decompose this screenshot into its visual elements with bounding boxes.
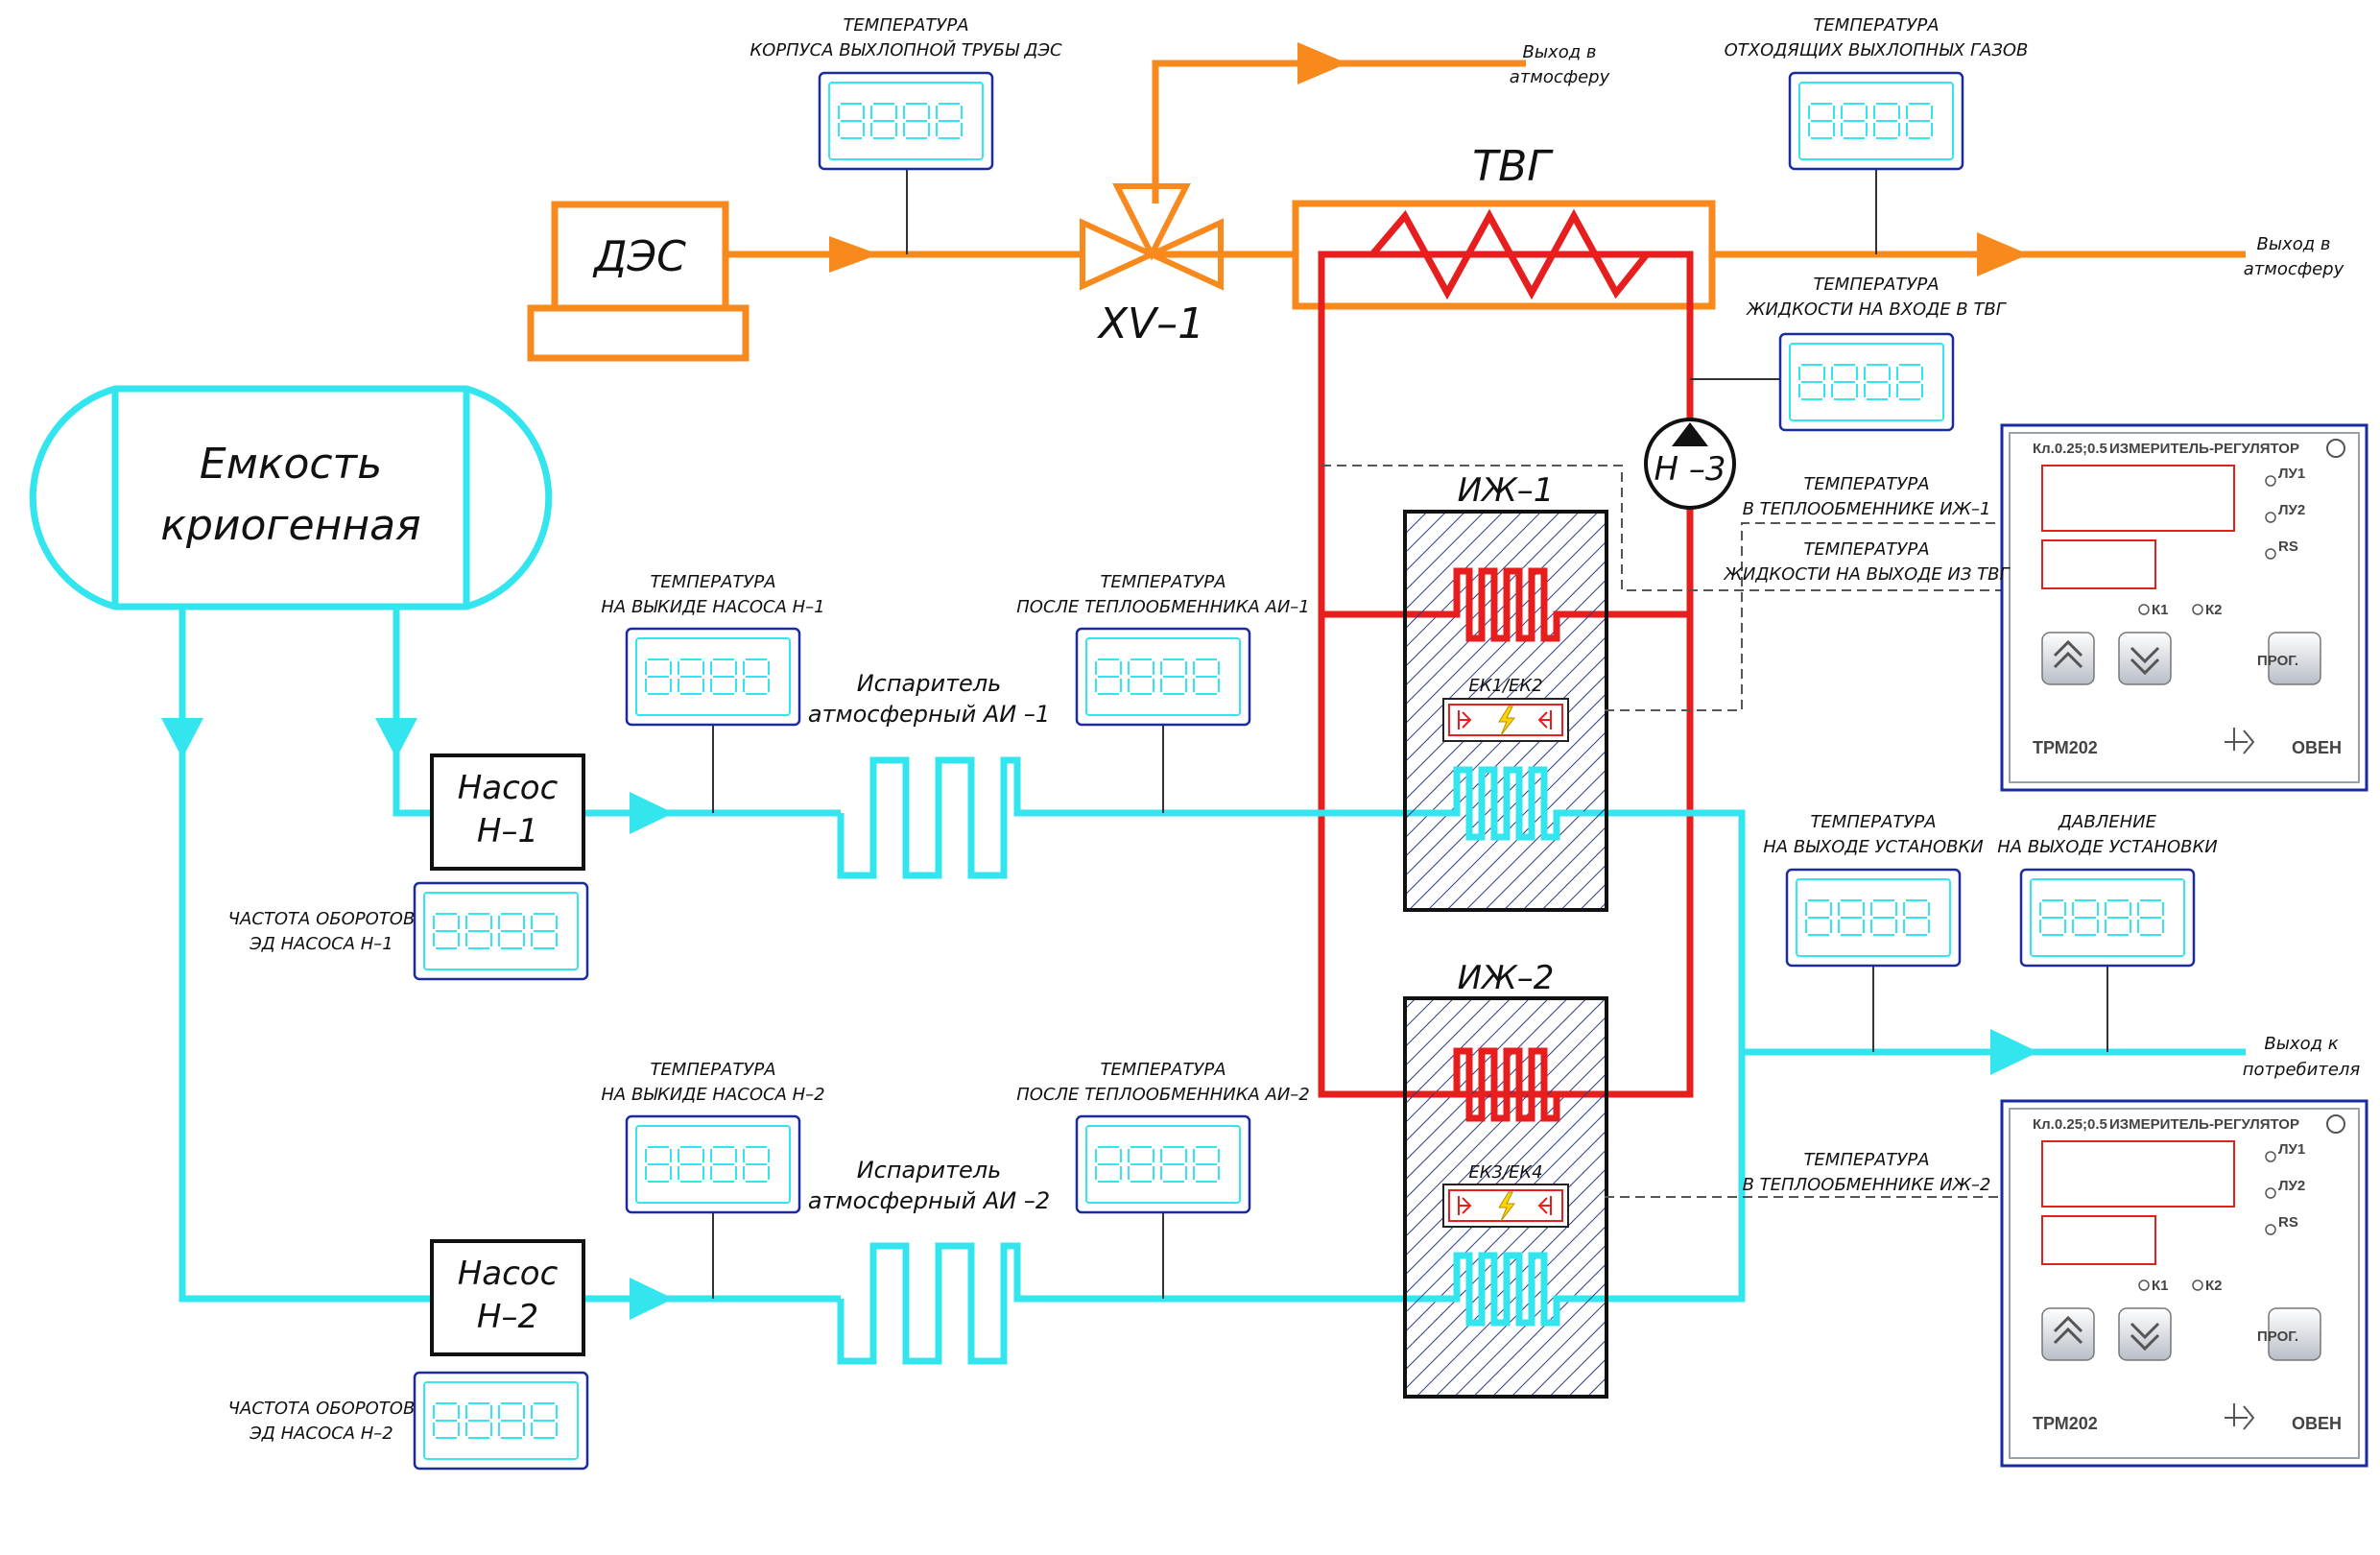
outlet-consumer-1: Выход к (2264, 1034, 2338, 1054)
led-lu2: ЛУ2 (2278, 502, 2305, 518)
display-outlet-pressure (2019, 868, 2196, 968)
display-pump-n1-speed (413, 881, 589, 981)
sensor-label-7b: ПОСЛЕ ТЕПЛООБМЕННИКА АИ–1 (1016, 597, 1310, 617)
controller-model: ТРМ202 (2033, 1414, 2098, 1433)
sensor-label-6b: НА ВЫКИДЕ НАСОСА Н–1 (601, 597, 824, 617)
led-k2: К2 (2205, 602, 2223, 618)
sensor-label-3b: ЖИДКОСТИ НА ВХОДЕ В ТВГ (1746, 299, 2008, 320)
sensor-label-12a: ТЕМПЕРАТУРА (1100, 1060, 1226, 1080)
xv1-label: XV–1 (1097, 299, 1204, 348)
outlet-atm2-1: Выход в (2256, 234, 2330, 254)
sensor-label-10a: ЧАСТОТА ОБОРОТОВ (228, 909, 416, 929)
display-pump-n2-discharge-temp (625, 1114, 801, 1214)
display-outlet-temp (1785, 868, 1962, 968)
cryogenic-tank (29, 385, 553, 610)
led-lu1: ЛУ1 (2278, 466, 2305, 482)
led-k1: К1 (2152, 1278, 2169, 1294)
sensor-label-14a: ЧАСТОТА ОБОРОТОВ (228, 1399, 416, 1419)
ek2-label: ЕК3/ЕК4 (1468, 1162, 1542, 1183)
controller-brand: ОВЕН (2292, 1414, 2342, 1433)
tank-label-2: криогенная (160, 501, 420, 550)
outlet-atm1-1: Выход в (1522, 42, 1596, 62)
pump-n2-label-2: Н–2 (477, 1298, 538, 1336)
sensor-label-1a: ТЕМПЕРАТУРА (843, 15, 968, 36)
sensor-label-14b: ЭД НАСОСА Н–2 (249, 1423, 393, 1444)
outlet-consumer-2: потребителя (2243, 1060, 2361, 1080)
prog-button-label[interactable]: ПРОГ. (2257, 1328, 2298, 1345)
display-exhaust-gas-temp (1788, 71, 1964, 171)
led-k2: К2 (2205, 1278, 2223, 1294)
display-pump-n2-speed (413, 1371, 589, 1471)
heat-exchanger-izh2 (1403, 996, 1608, 1399)
controller-class-label: Кл.0.25;0.5 (2033, 441, 2107, 457)
sensor-label-10b: ЭД НАСОСА Н–1 (249, 934, 393, 954)
pump-n2-label-1: Насос (458, 1255, 559, 1293)
tvg-label: ТВГ (1472, 142, 1554, 191)
led-rs: RS (2278, 538, 2298, 555)
controller-model: ТРМ202 (2033, 738, 2098, 757)
evaporator-ai2-label-1: Испаритель (857, 1157, 1002, 1184)
sensor-label-11b: НА ВЫКИДЕ НАСОСА Н–2 (601, 1085, 824, 1105)
exhaust-arrows (829, 42, 2029, 276)
sensor-leaders (712, 169, 2108, 1299)
sensor-label-7a: ТЕМПЕРАТУРА (1100, 572, 1226, 592)
ek1-label: ЕК1/ЕК2 (1468, 676, 1542, 696)
sensor-label-5b: ЖИДКОСТИ НА ВЫХОДЕ ИЗ ТВГ (1723, 564, 2011, 585)
sensor-label-13a: ТЕМПЕРАТУРА (1803, 1150, 1929, 1170)
izh1-label: ИЖ–1 (1458, 471, 1555, 510)
sensor-label-2a: ТЕМПЕРАТУРА (1813, 15, 1939, 36)
sensor-label-6a: ТЕМПЕРАТУРА (650, 572, 775, 592)
controller-trm202-1[interactable] (2000, 423, 2368, 792)
sensor-label-8a: ТЕМПЕРАТУРА (1810, 812, 1936, 832)
prog-button-label[interactable]: ПРОГ. (2257, 653, 2298, 669)
pump-n1-label-2: Н–1 (477, 812, 538, 850)
sensor-label-2b: ОТХОДЯЩИХ ВЫХЛОПНЫХ ГАЗОВ (1725, 40, 2029, 60)
sensor-label-1b: КОРПУСА ВЫХЛОПНОЙ ТРУБЫ ДЭС (750, 39, 1062, 60)
outlet-atm2-2: атмосферу (2244, 259, 2344, 279)
izh2-label: ИЖ–2 (1458, 959, 1555, 997)
sensor-label-9a: ДАВЛЕНИЕ (2058, 812, 2157, 832)
led-lu2: ЛУ2 (2278, 1178, 2305, 1194)
sensor-label-9b: НА ВЫХОДЕ УСТАНОВКИ (1997, 837, 2217, 857)
pump-n1[interactable] (430, 754, 585, 871)
sensor-label-4b: В ТЕПЛООБМЕННИКЕ ИЖ–1 (1743, 499, 1991, 519)
display-after-ai2-temp (1075, 1114, 1251, 1214)
cryogenic-arrows (161, 718, 2038, 1320)
n3-label: Н –3 (1654, 450, 1726, 489)
sensor-label-4a: ТЕМПЕРАТУРА (1803, 474, 1929, 494)
pump-n2[interactable] (430, 1239, 585, 1356)
controller-1-texts: Кл.0.25;0.5 ИЗМЕРИТЕЛЬ-РЕГУЛЯТОР ЛУ1 ЛУ2… (2033, 441, 2342, 757)
signal-lines (1321, 465, 2006, 1198)
sensor-label-5a: ТЕМПЕРАТУРА (1803, 539, 1929, 560)
evaporator-ai1-label-1: Испаритель (857, 670, 1002, 697)
pump-n3[interactable] (1644, 418, 1736, 510)
controller-trm202-2[interactable] (2000, 1099, 2368, 1468)
led-k1: К1 (2152, 602, 2169, 618)
display-pump-n1-discharge-temp (625, 627, 801, 727)
sensor-label-3a: ТЕМПЕРАТУРА (1813, 275, 1939, 295)
sensor-label-12b: ПОСЛЕ ТЕПЛООБМЕННИКА АИ–2 (1016, 1085, 1310, 1105)
display-tvg-inlet-temp (1778, 332, 1955, 432)
heat-exchanger-izh1 (1403, 510, 1608, 912)
display-exhaust-pipe-temp (818, 71, 994, 171)
sensor-label-11a: ТЕМПЕРАТУРА (650, 1060, 775, 1080)
led-lu1: ЛУ1 (2278, 1141, 2305, 1158)
three-way-valve-xv1[interactable] (1080, 183, 1224, 291)
des-label: ДЭС (592, 232, 686, 281)
evaporator-ai1-label-2: атмосферный АИ –1 (808, 701, 1050, 728)
display-after-ai1-temp (1075, 627, 1251, 727)
controller-2-texts: Кл.0.25;0.5 ИЗМЕРИТЕЛЬ-РЕГУЛЯТОР ЛУ1 ЛУ2… (2033, 1116, 2342, 1433)
controller-title: ИЗМЕРИТЕЛЬ-РЕГУЛЯТОР (2109, 441, 2299, 457)
pump-n1-label-1: Насос (458, 769, 559, 807)
outlet-atm1-2: атмосферу (1510, 67, 1610, 87)
led-rs: RS (2278, 1214, 2298, 1231)
tank-label-1: Емкость (200, 440, 382, 489)
sensor-label-13b: В ТЕПЛООБМЕННИКЕ ИЖ–2 (1743, 1175, 1991, 1195)
controller-class-label: Кл.0.25;0.5 (2033, 1116, 2107, 1133)
controller-brand: ОВЕН (2292, 738, 2342, 757)
evaporator-ai2-label-2: атмосферный АИ –2 (808, 1187, 1050, 1214)
sensor-label-8b: НА ВЫХОДЕ УСТАНОВКИ (1763, 837, 1983, 857)
controller-title: ИЗМЕРИТЕЛЬ-РЕГУЛЯТОР (2109, 1116, 2299, 1133)
